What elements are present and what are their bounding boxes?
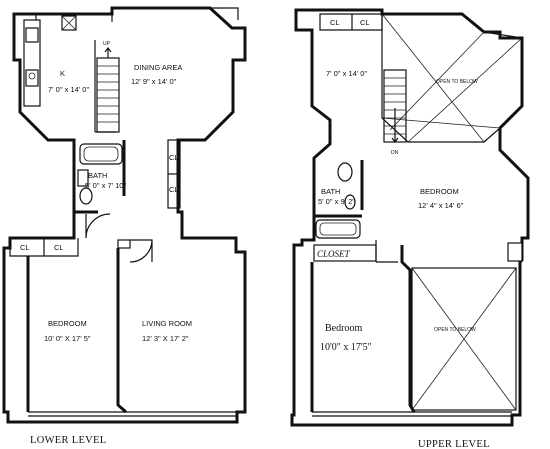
upper-closet-strip <box>313 240 398 263</box>
upper-open-below-top-label: OPEN TO BELOW <box>436 79 478 85</box>
lower-bath-dimensions: 5' 0" x 7' 10" <box>85 181 126 190</box>
lower-top-wall-detail <box>35 7 239 22</box>
upper-closet-a: CL <box>330 18 340 27</box>
lower-stair-up-label: UP <box>103 41 111 47</box>
upper-column <box>507 242 523 262</box>
upper-toilet <box>344 194 356 210</box>
upper-bedroom-dimensions: 12' 4" x 14' 6" <box>418 201 464 210</box>
lower-window-line <box>28 411 237 417</box>
lower-interior-door <box>117 239 153 263</box>
upper-bath-name: BATH <box>321 187 340 196</box>
upper-open-below-bottom-label: OPEN TO BELOW <box>434 327 476 333</box>
upper-bathtub <box>315 219 361 239</box>
dining-dimensions: 12' 9" x 14' 0" <box>131 77 177 86</box>
lower-closet-b: CL <box>54 243 64 252</box>
upper-open-to-below-bottom <box>411 267 517 411</box>
upper-mid-divider <box>400 245 416 413</box>
living-room-dimensions: 12' 3" X 17' 2" <box>142 334 189 343</box>
kitchen-partition <box>94 40 116 133</box>
upper-closet-b: CL <box>360 18 370 27</box>
upper-bedroom-name: BEDROOM <box>420 187 459 196</box>
upper-level-caption: UPPER LEVEL <box>418 439 490 449</box>
upper-closet-label: CLOSET <box>317 249 351 259</box>
lower-bedroom-dimensions: 10' 0" X 17' 5" <box>44 334 91 343</box>
kitchen-range <box>25 69 39 87</box>
upper-sink <box>337 162 353 182</box>
lower-bathtub <box>79 143 123 165</box>
upper-stair-dn-label: DN <box>391 150 399 156</box>
dining-name: DINING AREA <box>134 63 182 72</box>
lower-bedroom-living-divider <box>116 248 127 414</box>
kitchen-name: K <box>60 69 65 78</box>
lower-level-plan: UP K 7' 0" x 14' 0" DINING AREA 12' 9" x… <box>2 6 247 446</box>
living-room-name: LIVING ROOM <box>142 319 192 328</box>
lower-stair <box>96 47 120 133</box>
lower-level-caption: LOWER LEVEL <box>30 435 107 446</box>
upper-level-plan: CL CL OPEN TO BELOW DN 7' 0" x 14' 0" BA… <box>290 8 530 449</box>
appliance-cross-icon <box>61 15 77 31</box>
kitchen-sink <box>25 27 39 43</box>
upper-stair <box>383 69 407 143</box>
range-burner-icon <box>28 72 36 80</box>
lower-toilet <box>79 187 93 205</box>
upper-bath <box>312 158 364 240</box>
lower-closet-c: CL <box>169 153 179 162</box>
lower-closet-a: CL <box>20 243 30 252</box>
kitchen-dimensions: 7' 0" x 14' 0" <box>48 85 89 94</box>
upper-bedroom2-dimensions: 10'0" x 17'5" <box>320 342 372 353</box>
lower-vanity <box>77 169 89 187</box>
lower-hall-closets <box>167 139 181 209</box>
lower-bedroom-name: BEDROOM <box>48 319 87 328</box>
lower-bath <box>72 140 126 214</box>
upper-window-line <box>312 411 512 417</box>
upper-bedroom2-name: Bedroom <box>325 323 362 334</box>
lower-bedroom-closets <box>9 238 79 257</box>
upper-room-dimensions: 7' 0" x 14' 0" <box>326 69 367 78</box>
lower-closet-d: CL <box>169 185 179 194</box>
lower-entry-door <box>85 213 111 239</box>
upper-bath-dimensions: 5' 0" x 9' 2" <box>318 197 355 206</box>
lower-bath-name: BATH <box>88 171 107 180</box>
